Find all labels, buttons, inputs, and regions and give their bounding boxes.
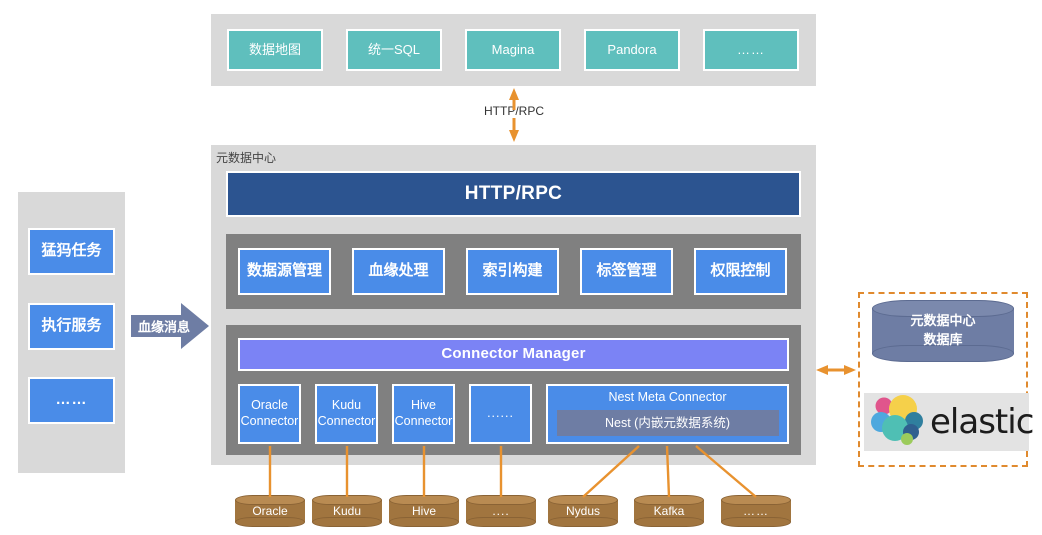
datastore-oracle: Oracle [235, 495, 305, 527]
source-label: 猛犸任务 [41, 242, 102, 260]
module-label: 血缘处理 [368, 262, 429, 280]
nest-meta-connector-title: Nest Meta Connector [608, 390, 727, 404]
connector-label-line1: Oracle [251, 398, 288, 413]
app-tile-3[interactable]: Pandora [584, 29, 680, 71]
lineage-message-label: 血缘消息 [137, 319, 190, 335]
app-tile-label: Magina [491, 41, 535, 57]
datastore-kudu: Kudu [312, 495, 382, 527]
connector-label-line1: Kudu [331, 398, 362, 413]
module-lineage-processing[interactable]: 血缘处理 [352, 248, 445, 295]
elastic-mark-icon [870, 394, 926, 450]
datastore-label: Hive [411, 504, 436, 518]
database-label-line2: 数据库 [923, 332, 963, 347]
http-rpc-bar: HTTP/RPC [226, 171, 801, 217]
connector-label-line2: Connector [317, 414, 376, 428]
source-label: 执行服务 [41, 317, 102, 335]
connector-label-line1: Hive [410, 398, 436, 413]
lineage-message-arrow: 血缘消息 [131, 303, 209, 349]
app-tile-0[interactable]: 数据地图 [227, 29, 323, 71]
connector-label-line2: Connector [240, 414, 299, 428]
datastore-label: Nydus [565, 504, 600, 518]
module-tag-management[interactable]: 标签管理 [580, 248, 673, 295]
datastore-label: .... [492, 504, 510, 518]
connector-kudu[interactable]: Kudu Connector [315, 384, 378, 444]
datastore-label: Oracle [252, 504, 288, 518]
app-tile-label: Pandora [607, 41, 657, 57]
elastic-wordmark: elastic [930, 402, 1034, 442]
app-tile-1[interactable]: 统一SQL [346, 29, 442, 71]
connector-manager-label: Connector Manager [441, 345, 586, 363]
datastore-hive: Hive [389, 495, 459, 527]
app-tile-label: 统一SQL [367, 41, 420, 57]
database-label-line1: 元数据中心 [910, 313, 976, 329]
elastic-logo: elastic [864, 393, 1034, 451]
module-label: 索引构建 [482, 262, 543, 280]
module-label: 标签管理 [596, 262, 657, 280]
app-tile-4[interactable]: …… [703, 29, 799, 71]
module-label: 数据源管理 [246, 262, 322, 280]
source-mammoth-task[interactable]: 猛犸任务 [28, 228, 115, 275]
metadata-center-title: 元数据中心 [216, 151, 277, 165]
nest-embedded-system: Nest (内嵌元数据系统) [556, 409, 779, 436]
source-execution-service[interactable]: 执行服务 [28, 303, 115, 350]
datastore-more: .... [466, 495, 536, 527]
module-index-building[interactable]: 索引构建 [466, 248, 559, 295]
connector-label-line1: ...... [487, 406, 514, 421]
datastore-label: …… [743, 504, 769, 518]
http-rpc-bar-label: HTTP/RPC [464, 183, 563, 205]
source-more[interactable]: …… [28, 377, 115, 424]
app-tile-label: …… [737, 41, 765, 57]
module-label: 权限控制 [710, 262, 771, 280]
source-label: …… [55, 391, 88, 409]
vertical-link-label: HTTP/RPC [484, 104, 544, 118]
app-tile-label: 数据地图 [248, 41, 301, 57]
connector-oracle[interactable]: Oracle Connector [238, 384, 301, 444]
datastore-nydus: Nydus [548, 495, 618, 527]
module-permission-control[interactable]: 权限控制 [694, 248, 787, 295]
connector-label-line2: Connector [394, 414, 453, 428]
module-data-source-management[interactable]: 数据源管理 [238, 248, 331, 295]
datastore-kafka: Kafka [634, 495, 704, 527]
datastore-label: Kafka [653, 504, 685, 518]
app-tile-2[interactable]: Magina [465, 29, 561, 71]
datastore-label: Kudu [332, 504, 362, 518]
connector-more[interactable]: ...... [469, 384, 532, 444]
metadata-database-cylinder: 元数据中心 数据库 [872, 300, 1014, 362]
connector-hive[interactable]: Hive Connector [392, 384, 455, 444]
connector-manager-bar[interactable]: Connector Manager [238, 338, 789, 371]
nest-meta-connector[interactable]: Nest Meta Connector Nest (内嵌元数据系统) [546, 384, 789, 444]
datastore-etc: …… [721, 495, 791, 527]
